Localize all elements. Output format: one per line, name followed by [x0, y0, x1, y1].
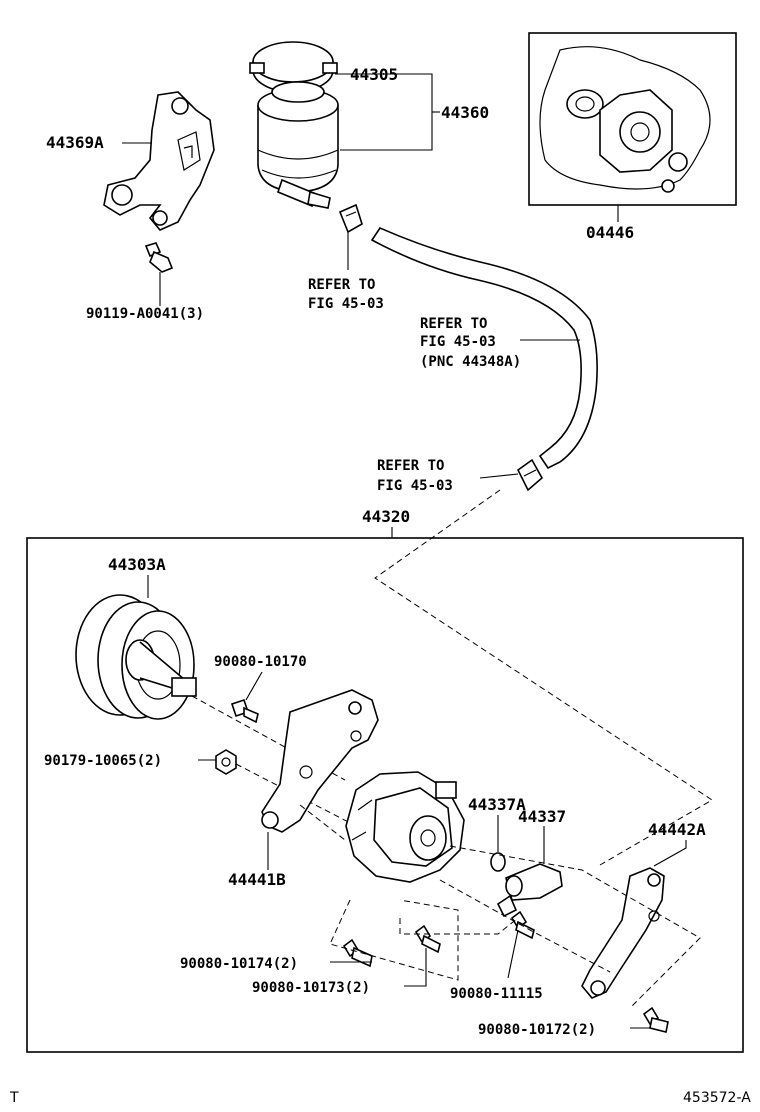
label-90119-a0041: 90119-A0041(3)	[86, 306, 204, 322]
label-44442a: 44442A	[648, 820, 706, 839]
refer-note-3-line2: FIG 45-03	[377, 478, 453, 494]
reservoir-cap-44305[interactable]	[249, 41, 338, 93]
label-04446: 04446	[586, 223, 634, 242]
figure-number: 453572-A	[683, 1090, 751, 1106]
gasket-kit-box-04446[interactable]	[528, 32, 737, 206]
bracket-44441b[interactable]	[261, 689, 379, 833]
pump-body[interactable]	[345, 771, 465, 883]
union-fitting-44337[interactable]	[496, 863, 563, 918]
hose-clamp-lower[interactable]	[516, 458, 544, 492]
bolt-90080-10172[interactable]	[642, 1006, 669, 1033]
refer-note-2-line2: FIG 45-03	[420, 334, 496, 350]
label-44337: 44337	[518, 807, 566, 826]
refer-note-1-line1: REFER TO	[308, 277, 375, 293]
o-ring-44337a[interactable]	[490, 852, 506, 872]
bolt-90080-10170[interactable]	[230, 698, 259, 724]
reservoir-tank-44360[interactable]	[257, 81, 339, 209]
label-44369a: 44369A	[46, 133, 104, 152]
return-hose[interactable]	[370, 226, 598, 470]
label-44337a: 44337A	[468, 795, 526, 814]
label-44320: 44320	[362, 507, 410, 526]
label-90080-10173: 90080-10173(2)	[252, 980, 370, 996]
footer-left-code: T	[9, 1090, 19, 1106]
hose-clamp-upper[interactable]	[338, 203, 363, 234]
bolt-90119[interactable]	[144, 242, 174, 273]
bracket-44442a[interactable]	[581, 867, 665, 999]
label-90080-10174: 90080-10174(2)	[180, 956, 298, 972]
label-44441b: 44441B	[228, 870, 286, 889]
bracket-44369a[interactable]	[103, 91, 215, 231]
refer-note-2-line1: REFER TO	[420, 316, 487, 332]
refer-note-3-line1: REFER TO	[377, 458, 444, 474]
bolt-90080-11115[interactable]	[510, 910, 535, 940]
refer-note-2-line3: (PNC 44348A)	[420, 354, 521, 370]
label-90080-11115: 90080-11115	[450, 986, 543, 1002]
label-90179-10065: 90179-10065(2)	[44, 753, 162, 769]
label-90080-10172: 90080-10172(2)	[478, 1022, 596, 1038]
label-44360: 44360	[441, 103, 489, 122]
pulley-44303a[interactable]	[75, 594, 197, 720]
pump-assembly-box-44320	[26, 537, 744, 1053]
refer-note-1-line2: FIG 45-03	[308, 296, 384, 312]
label-90080-10170: 90080-10170	[214, 654, 307, 670]
nut-90179-10065[interactable]	[215, 749, 237, 775]
label-44303a: 44303A	[108, 555, 166, 574]
bolt-90080-10173[interactable]	[414, 924, 441, 954]
label-44305: 44305	[350, 65, 398, 84]
